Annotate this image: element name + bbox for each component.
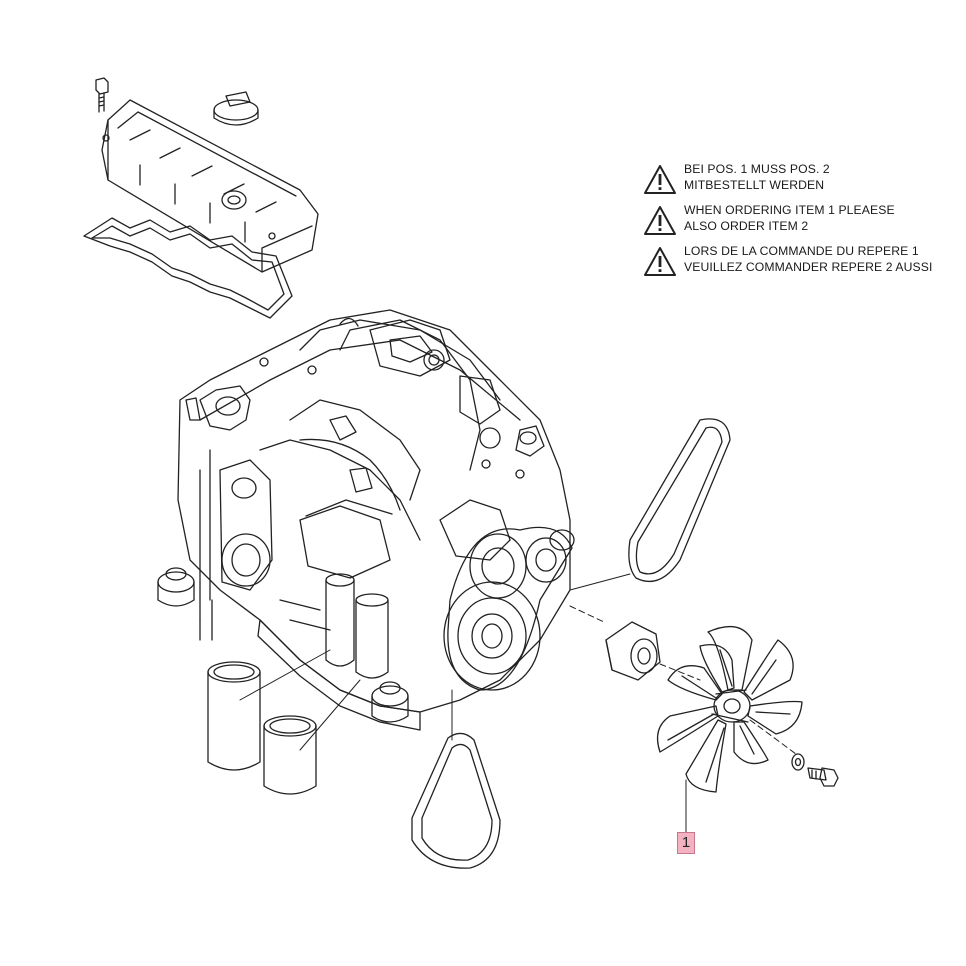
fan-axis-line	[569, 605, 797, 755]
warning-note-fr: LORS DE LA COMMANDE DU REPERE 1 VEUILLEZ…	[642, 244, 942, 279]
fuel-filter	[263, 715, 317, 795]
filter-leader-lines	[239, 649, 361, 751]
warning-triangle-icon	[644, 247, 676, 276]
warning-notes: BEI POS. 1 MUSS POS. 2 MITBESTELLT WERDE…	[642, 162, 942, 285]
v-belt-upper	[628, 418, 731, 583]
engine-block	[157, 309, 575, 731]
fan-washer	[791, 753, 805, 771]
warning-note-line: BEI POS. 1 MUSS POS. 2	[684, 162, 830, 176]
valve-cover-bolt	[95, 77, 109, 113]
callout-item-1[interactable]: 1	[677, 832, 695, 854]
warning-note-text: LORS DE LA COMMANDE DU REPERE 1 VEUILLEZ…	[684, 244, 932, 275]
warning-note-line: WHEN ORDERING ITEM 1 PLEAESE	[684, 203, 895, 217]
warning-triangle-icon	[644, 206, 676, 235]
warning-triangle-icon	[644, 165, 676, 194]
warning-note-text: WHEN ORDERING ITEM 1 PLEAESE ALSO ORDER …	[684, 203, 895, 234]
fan	[656, 625, 803, 793]
fan-bolt	[807, 767, 839, 787]
warning-note-line: MITBESTELLT WERDEN	[684, 177, 825, 192]
oil-filler-cap	[213, 91, 259, 126]
oil-filter	[207, 661, 261, 771]
warning-note-line: LORS DE LA COMMANDE DU REPERE 1	[684, 244, 919, 258]
valve-cover	[101, 99, 319, 273]
valve-cover-gasket	[83, 217, 293, 319]
mounted-filters	[325, 573, 389, 679]
warning-note-line: ALSO ORDER ITEM 2	[684, 218, 809, 233]
v-belt-lower	[411, 732, 501, 869]
warning-note-en: WHEN ORDERING ITEM 1 PLEAESE ALSO ORDER …	[642, 203, 942, 238]
warning-note-line: VEUILLEZ COMMANDER REPERE 2 AUSSI	[684, 259, 933, 274]
belt-leader-line	[569, 573, 631, 591]
fan-spacer	[605, 621, 661, 681]
warning-note-text: BEI POS. 1 MUSS POS. 2 MITBESTELLT WERDE…	[684, 162, 830, 193]
warning-note-de: BEI POS. 1 MUSS POS. 2 MITBESTELLT WERDE…	[642, 162, 942, 197]
